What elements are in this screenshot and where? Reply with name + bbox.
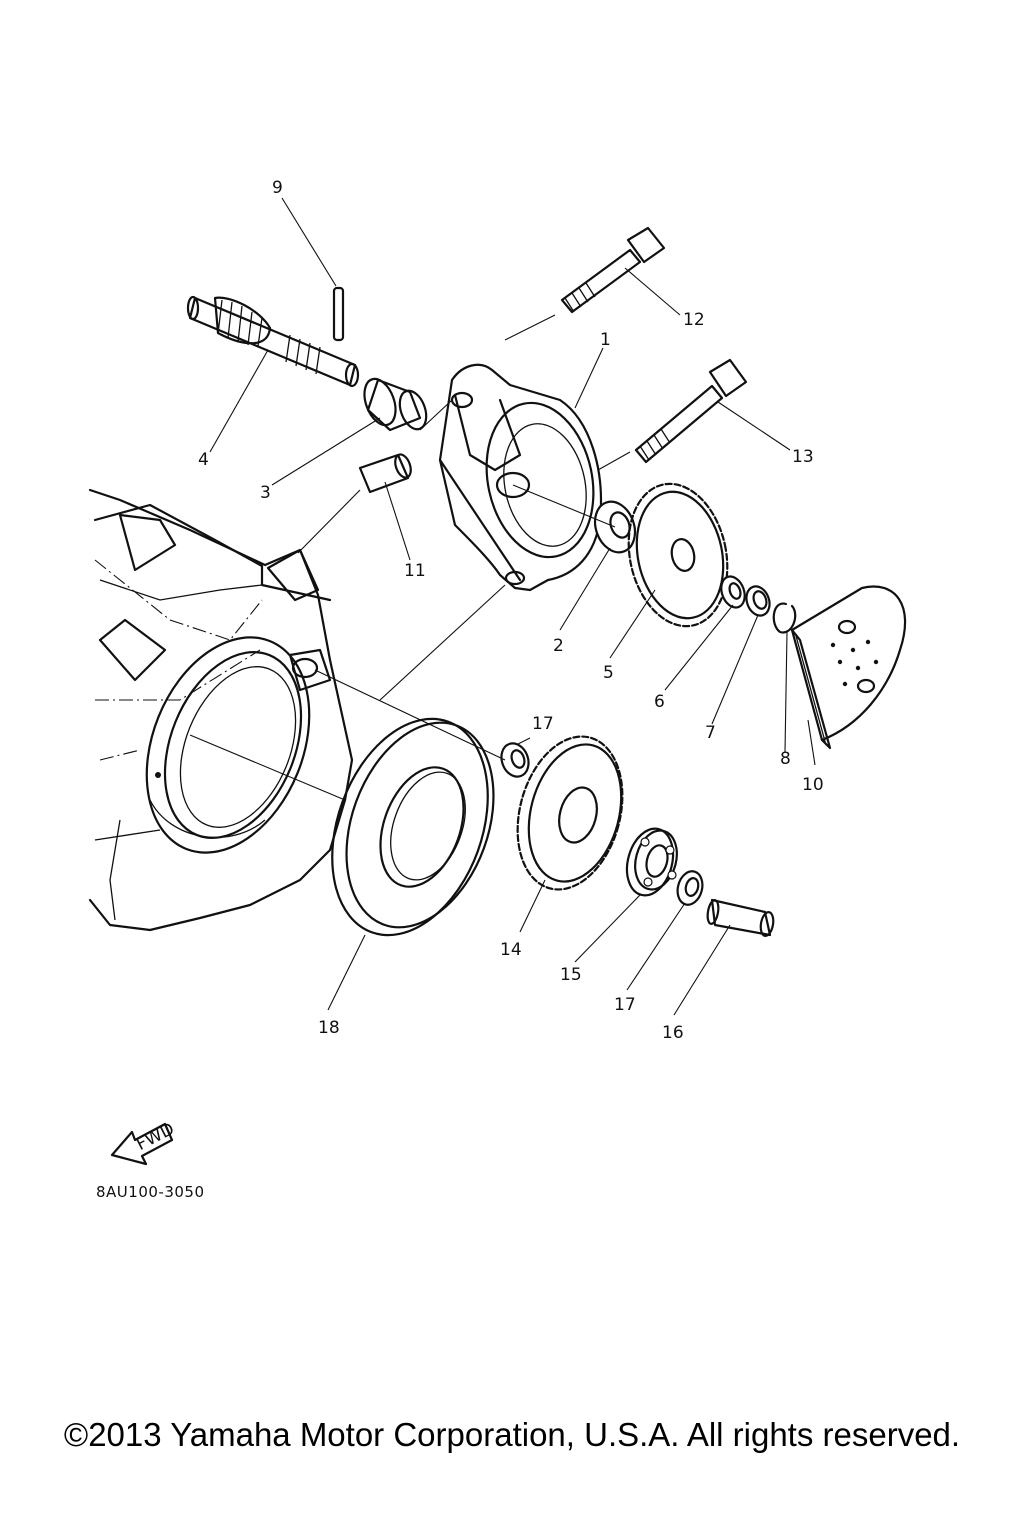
callout-4: 4 — [198, 450, 209, 470]
part-7-washer — [745, 585, 771, 617]
part-4-worm-shaft — [186, 295, 360, 388]
callout-6: 6 — [654, 692, 665, 712]
callout-17-lower: 17 — [614, 995, 636, 1015]
leader-lines — [209, 197, 816, 1016]
alignment-lines — [189, 314, 631, 801]
callout-18: 18 — [318, 1018, 340, 1038]
part-1-gear-case — [438, 363, 602, 592]
callout-11: 11 — [404, 561, 426, 581]
part-16-shaft — [706, 898, 775, 937]
part-6-washer — [720, 575, 746, 609]
callout-8: 8 — [780, 749, 791, 769]
part-12-bolt — [560, 226, 666, 314]
part-13-bolt — [634, 358, 748, 464]
callout-16: 16 — [662, 1023, 684, 1043]
callout-14: 14 — [500, 940, 522, 960]
part-17-washer-upper — [500, 742, 530, 778]
part-10-cover-plate — [790, 585, 907, 750]
crankcase-housing — [88, 488, 354, 932]
part-8-clip — [772, 602, 797, 634]
part-14-gear — [516, 735, 624, 891]
fwd-arrow-icon: FWD — [110, 1119, 178, 1166]
part-17-washer-lower — [676, 870, 704, 906]
part-11-dowel — [358, 453, 412, 494]
callout-10: 10 — [802, 775, 824, 795]
diagram-code: 8AU100-3050 — [96, 1183, 205, 1201]
callout-13: 13 — [792, 447, 814, 467]
callout-15: 15 — [560, 965, 582, 985]
part-15-bearing — [625, 827, 678, 897]
part-18-seal-ring — [331, 717, 495, 937]
part-9-pin — [332, 286, 345, 342]
part-5-gear — [627, 482, 729, 628]
copyright-notice: ©2013 Yamaha Motor Corporation, U.S.A. A… — [63, 1416, 961, 1453]
callout-2: 2 — [553, 636, 564, 656]
callout-9: 9 — [272, 178, 283, 198]
callout-3: 3 — [260, 483, 271, 503]
callout-17-upper: 17 — [532, 714, 554, 734]
callout-1: 1 — [600, 330, 611, 350]
callout-12: 12 — [683, 310, 705, 330]
callout-labels: 9 12 1 13 4 3 11 2 5 6 7 8 10 17 14 15 1… — [198, 178, 824, 1043]
callout-7: 7 — [705, 723, 716, 743]
part-3-collar — [363, 377, 428, 432]
callout-5: 5 — [603, 663, 614, 683]
